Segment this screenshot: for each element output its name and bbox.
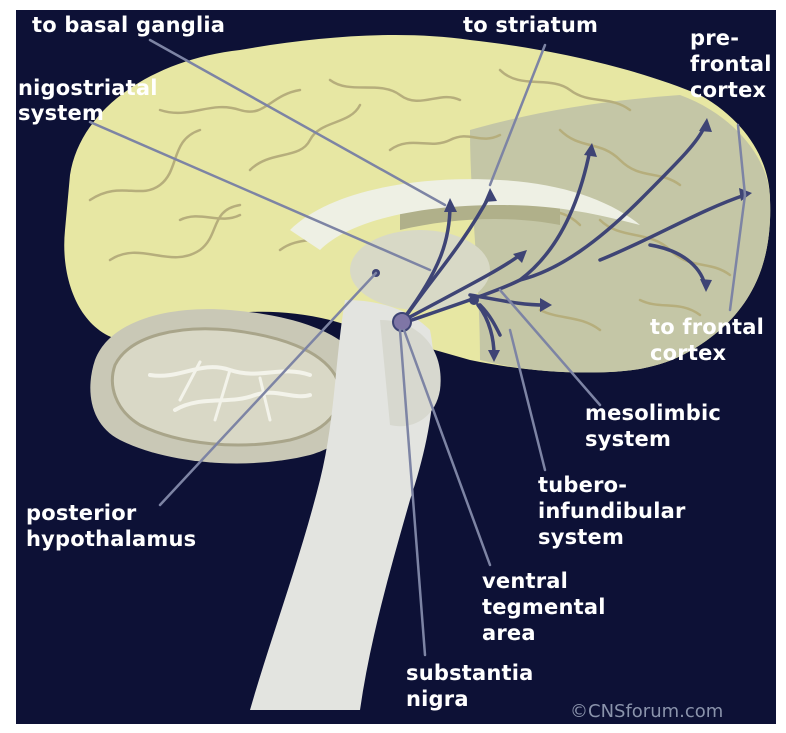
label-prefrontal-line-3: cortex (690, 78, 767, 102)
hypothalamic-nucleus (469, 295, 479, 305)
label-vta-line-3: area (482, 621, 536, 645)
label-to-frontal-line-1: to frontal (650, 315, 764, 339)
label-to-basal-ganglia: to basal ganglia (32, 13, 225, 37)
ventral-tegmental-nucleus (393, 313, 411, 331)
label-nigostriatal-line-2: system (18, 101, 104, 125)
label-prefrontal-line-1: pre- (690, 26, 739, 50)
label-posterior-line-2: hypothalamus (26, 527, 196, 551)
label-nigostriatal-line-1: nigostriatal (18, 76, 158, 100)
label-substantia-line-1: substantia (406, 661, 534, 685)
copyright-credit: ©CNSforum.com (570, 701, 723, 722)
label-tubero-line-2: infundibular (538, 499, 686, 523)
label-to-frontal-line-2: cortex (650, 341, 727, 365)
label-vta-line-2: tegmental (482, 595, 606, 619)
label-to-striatum: to striatum (463, 13, 598, 37)
label-vta-line-1: ventral (482, 569, 568, 593)
label-mesolimbic-line-1: mesolimbic (585, 401, 721, 425)
label-posterior-line-1: posterior (26, 501, 137, 525)
label-tubero-line-3: system (538, 525, 624, 549)
label-substantia-line-2: nigra (406, 687, 469, 711)
label-prefrontal-line-2: frontal (690, 52, 772, 76)
label-tubero-line-1: tubero- (538, 473, 627, 497)
label-mesolimbic-line-2: system (585, 427, 671, 451)
